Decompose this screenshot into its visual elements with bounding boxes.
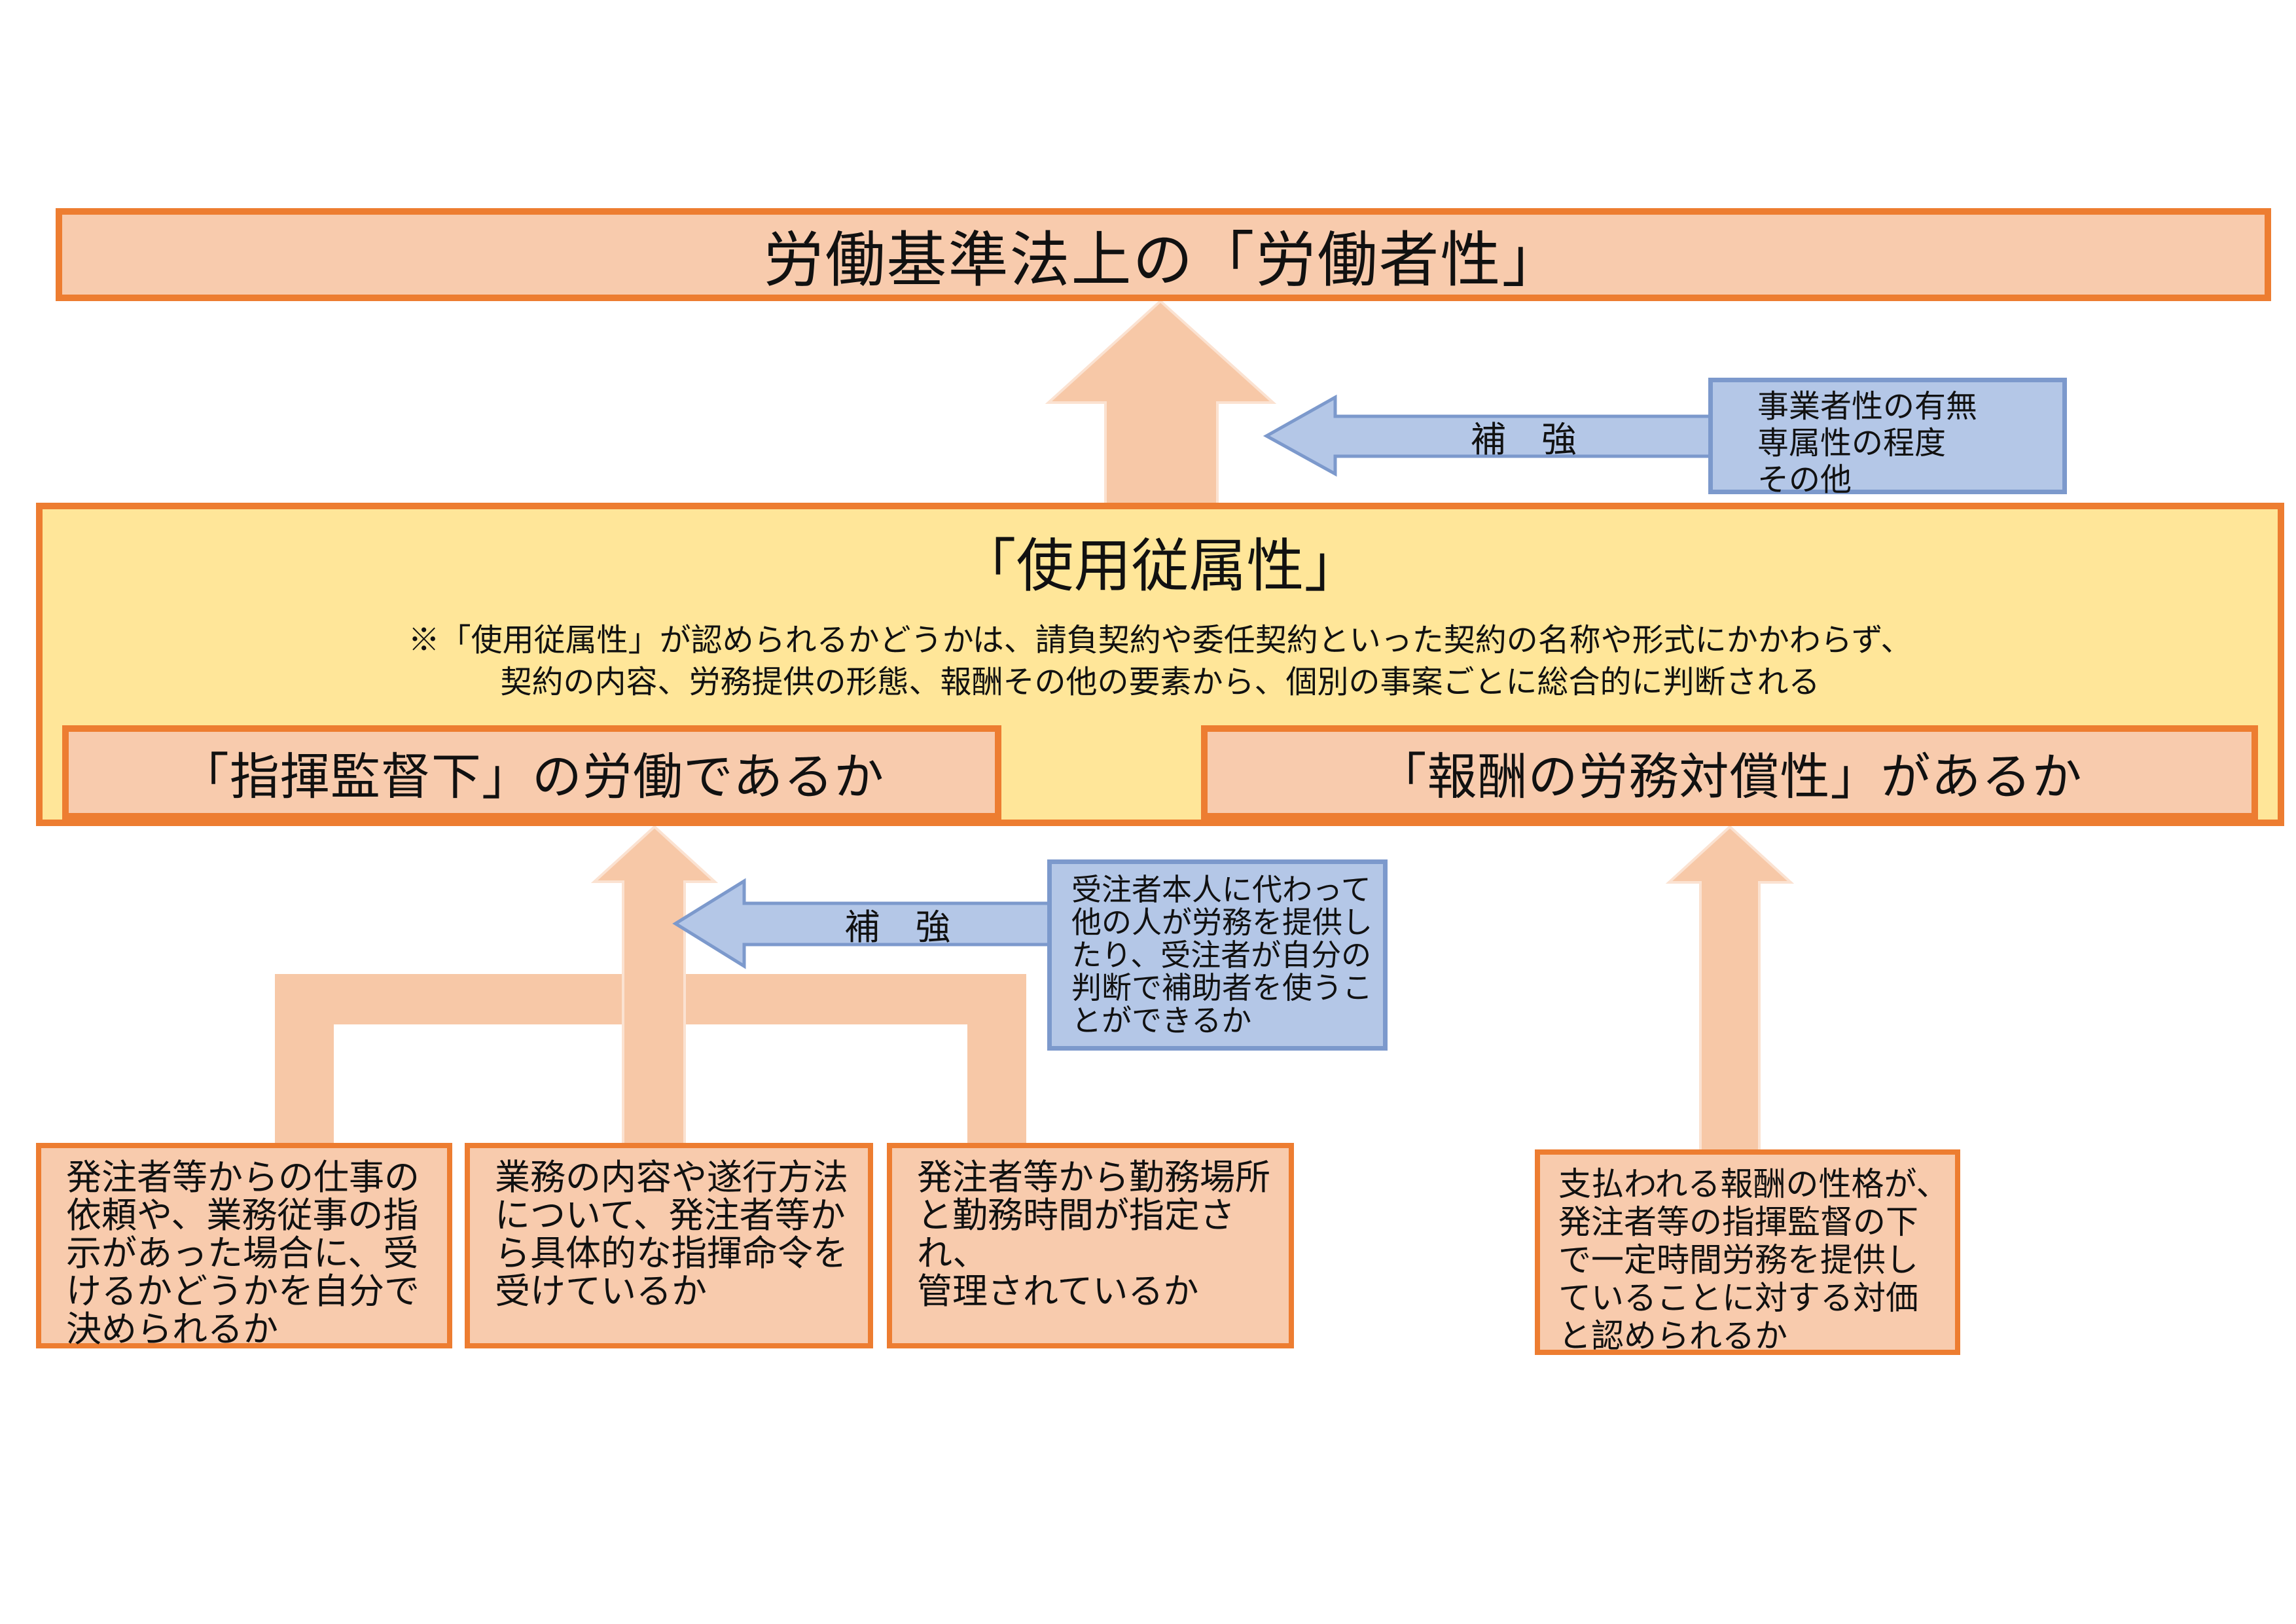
supplement-note-mid-box: 受注者本人に代わって 他の人が労務を提供し たり、受注者が自分の 判断で補助者を… bbox=[1047, 859, 1388, 1051]
supplement-note-top-box: 事業者性の有無 専属性の程度 その他 bbox=[1708, 378, 2067, 497]
question-box-supervision: 「指揮監督下」の労働であるか bbox=[62, 725, 1001, 820]
dependency-title: 「使用従属性」 bbox=[958, 533, 1362, 598]
up-arrow-right-question bbox=[1665, 825, 1795, 1153]
criteria-text-remuneration-nature: 支払われる報酬の性格が、 発注者等の指揮監督の下 で一定時間労務を提供し ている… bbox=[1558, 1166, 1949, 1354]
page-title: 労働基準法上の「労働者性」 bbox=[763, 226, 1564, 294]
supplement-note-top-text: 事業者性の有無 専属性の程度 その他 bbox=[1757, 389, 1978, 497]
worker-status-title-box: 労働基準法上の「労働者性」 bbox=[56, 208, 2271, 301]
connector-stub-criteria-1 bbox=[275, 1020, 334, 1146]
criteria-text-instructions: 業務の内容や遂行方法 について、発注者等か ら具体的な指揮命令を 受けているか bbox=[495, 1158, 848, 1311]
connector-stub-criteria-3 bbox=[967, 1020, 1026, 1146]
question-box-remuneration: 「報酬の労務対償性」があるか bbox=[1201, 725, 2258, 820]
dependency-note: ※「使用従属性」が認められるかどうかは、請負契約や委任契約といった契約の名称や形… bbox=[408, 623, 1912, 700]
reinforce-label-top: 補 強 bbox=[1471, 420, 1577, 460]
criteria-box-work-request: 発注者等からの仕事の 依頼や、業務従事の指 示があった場合に、受 けるかどうかを… bbox=[36, 1143, 452, 1348]
criteria-box-time-place: 発注者等から勤務場所 と勤務時間が指定され、 管理されているか bbox=[887, 1143, 1294, 1348]
criteria-box-remuneration-nature: 支払われる報酬の性格が、 発注者等の指揮監督の下 で一定時間労務を提供し ている… bbox=[1535, 1149, 1960, 1355]
question-remuneration-text: 「報酬の労務対償性」があるか bbox=[1376, 749, 2083, 805]
supplement-note-mid-text: 受注者本人に代わって 他の人が労務を提供し たり、受注者が自分の 判断で補助者を… bbox=[1071, 873, 1372, 1038]
criteria-text-time-place: 発注者等から勤務場所 と勤務時間が指定され、 管理されているか bbox=[917, 1158, 1270, 1311]
criteria-text-work-request: 発注者等からの仕事の 依頼や、業務従事の指 示があった場合に、受 けるかどうかを… bbox=[66, 1158, 420, 1349]
question-supervision-text: 「指揮監督下」の労働であるか bbox=[179, 749, 885, 805]
criteria-box-instructions: 業務の内容や遂行方法 について、発注者等か ら具体的な指揮命令を 受けているか bbox=[465, 1143, 873, 1348]
up-arrow-main bbox=[1045, 299, 1277, 509]
reinforce-label-mid: 補 強 bbox=[844, 907, 951, 947]
